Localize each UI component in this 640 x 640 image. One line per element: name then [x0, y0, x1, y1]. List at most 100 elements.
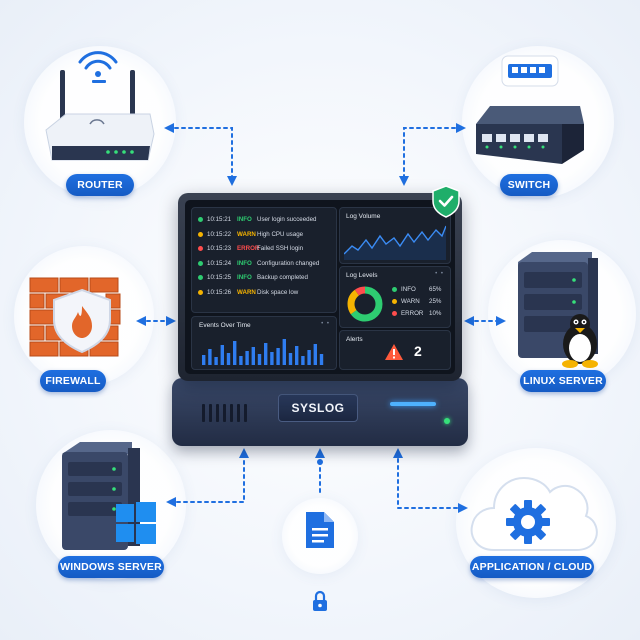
- event-bar: [270, 352, 274, 365]
- log-time: 10:15:25: [207, 274, 232, 281]
- windows-server-icon: [62, 442, 156, 550]
- log-levels-donut: [347, 286, 383, 322]
- switch-icon: [476, 55, 584, 164]
- log-level-legend-item: ERROR 10%: [392, 310, 441, 317]
- legend-value: 10%: [429, 310, 442, 317]
- firewall-label: FIREWALL: [40, 370, 106, 392]
- shield-check-icon: [432, 185, 460, 218]
- linux-server-icon: [518, 252, 598, 368]
- log-time: 10:15:26: [207, 288, 232, 296]
- log-level-legend-item: INFO 65%: [392, 286, 441, 293]
- log-level: WARN: [237, 230, 256, 238]
- syslog-label: SYSLOG: [278, 394, 358, 422]
- legend-dot: [392, 299, 397, 304]
- windows-server-label: WINDOWS SERVER: [58, 556, 164, 578]
- alerts-panel: Alerts 2: [339, 330, 451, 370]
- log-volume-sparkline: [344, 225, 446, 260]
- event-bar: [276, 348, 280, 365]
- legend-value: 65%: [429, 286, 442, 293]
- switch-label: SWITCH: [500, 174, 558, 196]
- document-icon: [306, 512, 334, 548]
- legend-value: 25%: [429, 298, 442, 305]
- log-level-dot: [198, 217, 203, 222]
- events-menu-dots: • •: [321, 321, 330, 327]
- alerts-count: 2: [414, 343, 422, 359]
- event-bar: [264, 343, 268, 365]
- event-bar: [282, 339, 286, 365]
- event-bar: [208, 349, 212, 365]
- log-levels-panel: Log Levels • • INFO 65% WARN 25% ERROR 10%: [339, 266, 451, 328]
- log-entry: 10:15:22 WARNHigh CPU usage: [198, 231, 303, 241]
- log-levels-menu-dots: • •: [435, 271, 444, 277]
- log-message: High CPU usage: [257, 230, 304, 238]
- firewall-icon: [29, 277, 121, 357]
- warning-icon: [385, 344, 403, 360]
- log-level: INFO: [237, 259, 252, 267]
- status-light-bar: [390, 402, 436, 406]
- event-bar: [202, 355, 206, 365]
- event-bar: [220, 345, 224, 365]
- legend-dot: [392, 311, 397, 316]
- syslog-server-base: SYSLOG: [172, 378, 468, 446]
- log-level-dot: [198, 275, 203, 280]
- windows-connector: [166, 448, 249, 507]
- log-entry: 10:15:23 ERRORFailed SSH login: [198, 245, 303, 255]
- log-message: Configuration changed: [257, 259, 320, 267]
- events-panel: Events Over Time • •: [191, 316, 337, 370]
- log-time: 10:15:24: [207, 259, 232, 267]
- event-bar: [239, 356, 243, 365]
- cloud-icon: [470, 476, 598, 551]
- cloud-connector: [393, 448, 468, 513]
- event-bar: [257, 354, 262, 365]
- event-bar: [313, 344, 317, 365]
- log-level: INFO: [237, 274, 252, 281]
- router-connector: [164, 123, 237, 186]
- log-time: 10:15:21: [207, 216, 232, 223]
- event-bar: [251, 347, 255, 365]
- donut-slice: [347, 286, 383, 322]
- log-level-dot: [198, 231, 203, 237]
- cloud-label: APPLICATION / CLOUD: [470, 556, 594, 578]
- event-bar: [214, 357, 218, 365]
- log-levels-title: Log Levels: [346, 272, 378, 279]
- event-bar: [226, 353, 231, 365]
- log-level: ERROR: [237, 245, 260, 252]
- power-led: [444, 418, 450, 424]
- legend-label: WARN: [401, 298, 420, 305]
- log-level-legend-item: WARN 25%: [392, 298, 441, 305]
- event-bar: [319, 354, 324, 365]
- log-volume-title: Log Volume: [346, 213, 381, 220]
- donut-slice: [347, 286, 383, 322]
- legend-label: INFO: [401, 286, 416, 293]
- log-volume-panel: Log Volume: [339, 207, 451, 264]
- log-entry: 10:15:24 INFO Configuration changed: [198, 260, 319, 270]
- log-message: Disk space low: [257, 288, 299, 296]
- log-level-dot: [198, 246, 203, 251]
- legend-label: ERROR: [401, 310, 424, 317]
- log-level: WARN: [237, 288, 256, 296]
- event-bar: [245, 351, 249, 365]
- router-label: ROUTER: [66, 174, 134, 196]
- log-time: 10:15:23: [207, 245, 232, 252]
- log-message: Failed SSH login: [257, 245, 304, 252]
- log-level: INFO: [237, 216, 252, 223]
- event-bar: [307, 350, 311, 365]
- log-entry: 10:15:26 WARNDisk space low: [198, 289, 298, 299]
- legend-dot: [392, 287, 397, 292]
- log-level-dot: [198, 260, 203, 266]
- event-bar: [295, 346, 299, 365]
- events-title: Events Over Time: [199, 322, 251, 329]
- alerts-title: Alerts: [346, 336, 363, 343]
- linux-server-label: LINUX SERVER: [520, 370, 606, 392]
- switch-connector: [399, 123, 466, 186]
- event-bar: [233, 341, 237, 365]
- log-time: 10:15:22: [207, 230, 232, 238]
- lock-icon: [313, 590, 327, 611]
- event-bar: [301, 356, 305, 365]
- events-bar-chart: [202, 339, 324, 365]
